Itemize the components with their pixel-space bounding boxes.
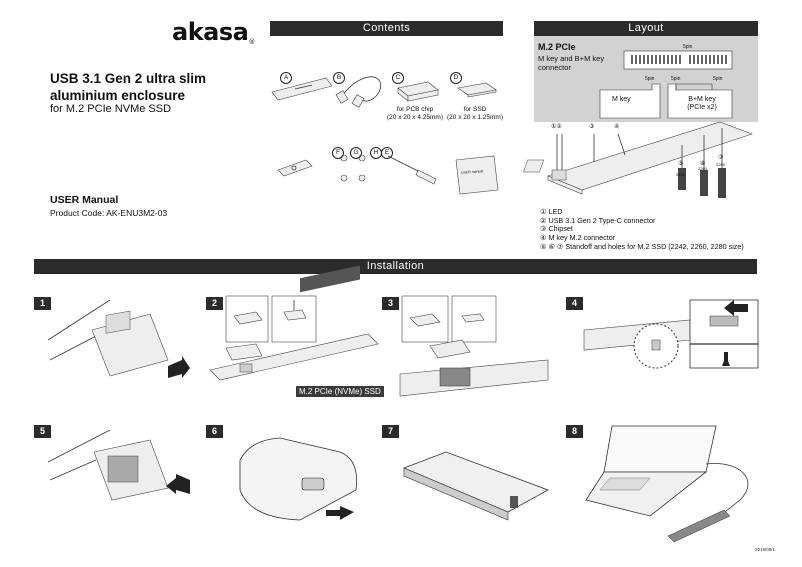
item-a-enclosure (271, 77, 333, 101)
contents-band: Contents (270, 21, 503, 36)
brand-logo: akasa® (172, 18, 255, 46)
mkey-label: M key (612, 96, 631, 103)
step-5-badge: 5 (34, 425, 51, 438)
step-3-drawing (399, 295, 549, 397)
size-2260: 2260 (698, 166, 707, 171)
item-h-screwdriver (387, 155, 437, 185)
item-g-marker: G (350, 141, 362, 159)
step-8-drawing (585, 425, 749, 543)
item-f-standoff (277, 159, 313, 177)
item-e-manual (455, 155, 499, 195)
legend-usb: ② USB 3.1 Gen 2 Type-C connector (540, 215, 656, 225)
legend-led: ① LED (540, 207, 563, 216)
item-d-pad (457, 82, 497, 98)
step-6-badge: 6 (206, 425, 223, 438)
marker-1-2: ①② (551, 124, 562, 130)
step-4-arrow-left-icon (724, 300, 748, 316)
marker-3: ③ (589, 124, 595, 130)
marker-4: ④ (614, 124, 620, 130)
revision-date: 2019/09/1 (755, 547, 776, 552)
legend-chipset: ③ Chipset (540, 224, 573, 234)
product-subtitle: for M.2 PCIe NVMe SSD (50, 103, 172, 115)
layout-legend: ① LED ② USB 3.1 Gen 2 Type-C connector ③… (540, 207, 744, 252)
step-4-drawing (583, 299, 759, 369)
step-7-drawing (402, 451, 549, 521)
item-c-marker: C (392, 66, 404, 84)
step-5-arrow-icon (166, 474, 190, 494)
product-code: Product Code: AK-ENU3M2-03 (50, 208, 168, 218)
item-c-pad (397, 81, 439, 102)
step-5-drawing (47, 429, 190, 501)
top-pin-label: 5pin (683, 44, 693, 50)
layout-heading: M.2 PCIe (538, 42, 576, 52)
manual-heading: USER Manual (50, 194, 119, 206)
legend-mkey: ④ M key M.2 connector (540, 233, 616, 243)
marker-7: ⑦ (718, 155, 724, 161)
step-1-drawing (47, 299, 190, 378)
size-2280: 2280 (716, 162, 725, 167)
step-1-badge: 1 (34, 297, 51, 310)
mkey-pin-label: 5pin (645, 76, 655, 82)
item-e-marker: E (381, 141, 393, 159)
item-d-caption: for SSD(20 x 20 x 1.25mm) (447, 106, 503, 121)
item-b-marker: B (333, 66, 345, 84)
product-title: USB 3.1 Gen 2 ultra slim aluminium enclo… (50, 71, 207, 103)
legend-standoff: ⑤ ⑥ ⑦ Standoff and holes for M.2 SSD (22… (540, 241, 744, 251)
item-d-marker: D (450, 66, 462, 84)
item-c-caption: for PCB chip(20 x 20 x 4.25mm) (387, 106, 443, 121)
layout-band: Layout (534, 21, 758, 36)
step-4-badge: 4 (566, 297, 583, 310)
step-6-arrow-icon (326, 506, 354, 520)
step-6-drawing (239, 437, 358, 521)
size-2242: 2242 (676, 172, 685, 177)
item-b-cable (335, 76, 382, 108)
item-f-marker: F (332, 141, 344, 159)
step-8-badge: 8 (566, 425, 583, 438)
step-2-drawing (209, 265, 379, 381)
item-a-marker: A (280, 66, 292, 84)
installation-band: Installation (34, 259, 757, 274)
marker-6: ⑥ (700, 161, 706, 167)
bmkey-pin-label-right: 5pin (713, 76, 723, 82)
step-7-badge: 7 (382, 425, 399, 438)
marker-5: ⑤ (678, 161, 684, 167)
step-2-badge: 2 (206, 297, 223, 310)
step-1-arrow-icon (168, 356, 190, 378)
bmkey-label: B+M key(PCIe x2) (687, 96, 717, 111)
ssd-callout-label: M.2 PCIe (NVMe) SSD (296, 386, 384, 397)
step-3-badge: 3 (382, 297, 399, 310)
bmkey-pin-label-left: 5pin (671, 76, 681, 82)
